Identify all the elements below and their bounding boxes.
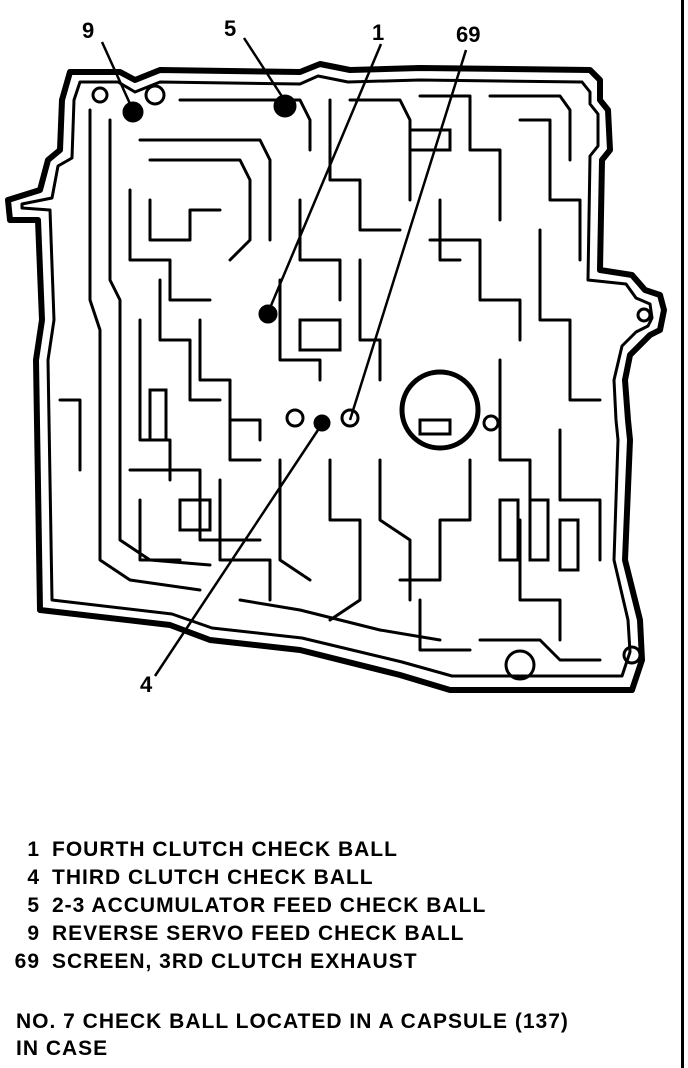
legend: 1 FOURTH CLUTCH CHECK BALL 4 THIRD CLUTC… bbox=[0, 838, 640, 978]
legend-number: 5 bbox=[27, 894, 40, 917]
valve-body-outline bbox=[5, 61, 667, 693]
page-edge-rule bbox=[681, 0, 684, 1068]
accumulator-bore bbox=[399, 369, 481, 451]
legend-description: THIRD CLUTCH CHECK BALL bbox=[52, 866, 374, 889]
valve-body-diagram: 9 5 1 69 4 bbox=[5, 16, 667, 697]
passage-pockets bbox=[148, 128, 580, 572]
legend-description: FOURTH CLUTCH CHECK BALL bbox=[52, 838, 398, 861]
legend-description: SCREEN, 3RD CLUTCH EXHAUST bbox=[52, 950, 418, 973]
legend-row: 5 2-3 ACCUMULATOR FEED CHECK BALL bbox=[0, 894, 640, 922]
check-ball-1 bbox=[258, 304, 278, 324]
legend-number: 4 bbox=[27, 866, 40, 889]
capsule-note-line-2: IN CASE bbox=[16, 1037, 109, 1060]
check-ball-4 bbox=[313, 414, 331, 432]
leader-line-1 bbox=[268, 43, 383, 309]
passage-channels bbox=[58, 94, 602, 662]
legend-row: 69 SCREEN, 3RD CLUTCH EXHAUST bbox=[0, 950, 640, 978]
capsule-note: NO. 7 CHECK BALL LOCATED IN A CAPSULE (1… bbox=[16, 1008, 656, 1062]
leader-line-5 bbox=[242, 37, 285, 99]
check-balls bbox=[122, 94, 331, 432]
leader-lines bbox=[100, 37, 468, 677]
capsule-note-line-1: NO. 7 CHECK BALL LOCATED IN A CAPSULE (1… bbox=[16, 1010, 569, 1033]
legend-number: 69 bbox=[14, 950, 40, 973]
legend-description: 2-3 ACCUMULATOR FEED CHECK BALL bbox=[52, 894, 487, 917]
legend-row: 4 THIRD CLUTCH CHECK BALL bbox=[0, 866, 640, 894]
callout-label-9: 9 bbox=[82, 18, 94, 43]
legend-row: 9 REVERSE SERVO FEED CHECK BALL bbox=[0, 922, 640, 950]
legend-row: 1 FOURTH CLUTCH CHECK BALL bbox=[0, 838, 640, 866]
callout-label-5: 5 bbox=[224, 16, 236, 41]
callout-label-4: 4 bbox=[140, 672, 153, 697]
leader-line-69 bbox=[348, 49, 468, 421]
legend-number: 9 bbox=[27, 922, 40, 945]
check-ball-9 bbox=[122, 101, 144, 123]
leader-line-4 bbox=[153, 429, 320, 677]
callout-label-69: 69 bbox=[456, 22, 480, 47]
callout-label-1: 1 bbox=[372, 20, 384, 45]
check-ball-5 bbox=[273, 94, 297, 118]
legend-number: 1 bbox=[27, 838, 40, 861]
legend-description: REVERSE SERVO FEED CHECK BALL bbox=[52, 922, 465, 945]
port-holes bbox=[91, 84, 652, 681]
leader-line-9 bbox=[100, 41, 133, 107]
